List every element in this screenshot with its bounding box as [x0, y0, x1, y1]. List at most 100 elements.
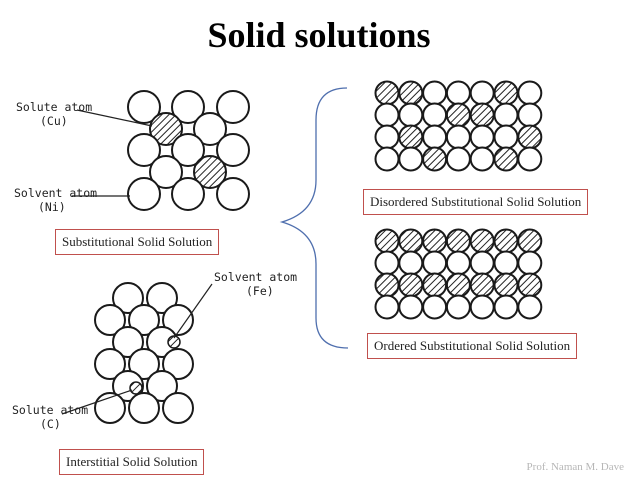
- solute-atom: [398, 228, 424, 254]
- solvent-atom: [422, 294, 448, 320]
- solute-c-annotation: Solute atom (C): [12, 403, 88, 431]
- solute-cu-line2: (Cu): [40, 114, 68, 128]
- solvent-atom: [193, 112, 227, 146]
- solute-atom: [445, 272, 471, 298]
- solvent-atom: [112, 282, 144, 314]
- solvent-atom: [162, 304, 194, 336]
- solute-atom: [374, 80, 400, 106]
- solvent-atom: [146, 370, 178, 402]
- solvent-atom: [493, 102, 519, 128]
- interstitial-lattice: [94, 282, 194, 424]
- solvent-atom: [149, 155, 183, 189]
- author-footer: Prof. Naman M. Dave: [526, 461, 624, 473]
- solvent-atom: [445, 250, 471, 276]
- solute-atom: [422, 228, 448, 254]
- solvent-atom: [422, 250, 448, 276]
- solvent-atom: [469, 294, 495, 320]
- leader-line: [61, 389, 133, 415]
- solvent-atom: [374, 250, 400, 276]
- solvent-atom: [374, 102, 400, 128]
- solute-atom: [517, 228, 543, 254]
- substitutional-label: Substitutional Solid Solution: [55, 229, 220, 255]
- solvent-ni-line1: Solvent atom: [14, 186, 98, 200]
- solute-atom: [493, 272, 519, 298]
- solvent-atom: [374, 146, 400, 172]
- interstitial-atom: [129, 381, 143, 395]
- solvent-fe-line2: (Fe): [246, 284, 274, 298]
- curly-brace: [279, 87, 349, 349]
- solvent-atom: [422, 124, 448, 150]
- solute-atom: [149, 112, 183, 146]
- solute-atom: [469, 272, 495, 298]
- solute-atom: [398, 272, 424, 298]
- interstitial-atom: [167, 335, 181, 349]
- solvent-atom: [216, 133, 250, 167]
- substitutional-lattice: [127, 90, 250, 211]
- leader-line: [173, 283, 213, 339]
- solvent-atom: [127, 90, 161, 124]
- solvent-ni-line2: (Ni): [38, 200, 66, 214]
- solvent-atom: [94, 348, 126, 380]
- solvent-atom: [445, 146, 471, 172]
- solvent-atom: [171, 133, 205, 167]
- solvent-atom: [128, 392, 160, 424]
- solute-atom: [422, 146, 448, 172]
- solvent-atom: [469, 80, 495, 106]
- solvent-atom: [517, 146, 543, 172]
- ordered-lattice: [374, 228, 543, 320]
- solvent-atom: [445, 294, 471, 320]
- solvent-atom: [445, 124, 471, 150]
- solvent-atom: [517, 294, 543, 320]
- solvent-atom: [517, 102, 543, 128]
- disordered-lattice: [374, 80, 543, 172]
- solvent-atom: [493, 294, 519, 320]
- solute-c-line1: Solute atom: [12, 403, 89, 417]
- solute-cu-annotation: Solute atom (Cu): [16, 100, 92, 128]
- solvent-atom: [128, 304, 160, 336]
- solute-atom: [374, 272, 400, 298]
- solvent-atom: [493, 250, 519, 276]
- solvent-atom: [216, 90, 250, 124]
- solvent-atom: [374, 294, 400, 320]
- solvent-atom: [127, 133, 161, 167]
- solute-atom: [422, 272, 448, 298]
- solvent-atom: [422, 102, 448, 128]
- solvent-ni-annotation: Solvent atom (Ni): [14, 186, 97, 214]
- solvent-atom: [493, 124, 519, 150]
- solvent-atom: [162, 392, 194, 424]
- solvent-atom: [128, 348, 160, 380]
- solvent-atom: [398, 294, 424, 320]
- solute-atom: [398, 124, 424, 150]
- slide-title: Solid solutions: [207, 15, 431, 55]
- solvent-atom: [398, 146, 424, 172]
- solvent-atom: [171, 90, 205, 124]
- disordered-label: Disordered Substitutional Solid Solution: [363, 189, 589, 215]
- solute-atom: [398, 80, 424, 106]
- solute-cu-line1: Solute atom: [16, 100, 93, 114]
- solute-atom: [445, 228, 471, 254]
- solute-atom: [374, 228, 400, 254]
- solvent-atom: [112, 326, 144, 358]
- solvent-atom: [445, 80, 471, 106]
- annotation-connectors: [61, 87, 349, 415]
- solvent-atom: [517, 80, 543, 106]
- ordered-label: Ordered Substitutional Solid Solution: [367, 333, 578, 359]
- solute-atom: [469, 102, 495, 128]
- leader-line: [76, 109, 153, 127]
- solvent-atom: [398, 102, 424, 128]
- solvent-atom: [146, 282, 178, 314]
- solvent-atom: [469, 250, 495, 276]
- solute-atom: [469, 228, 495, 254]
- solvent-atom: [127, 177, 161, 211]
- solute-atom: [193, 155, 227, 189]
- solute-atom: [517, 272, 543, 298]
- solvent-atom: [162, 348, 194, 380]
- solvent-atom: [94, 304, 126, 336]
- solvent-atom: [422, 80, 448, 106]
- solute-atom: [445, 102, 471, 128]
- solvent-fe-line1: Solvent atom: [214, 270, 298, 284]
- solute-atom: [517, 124, 543, 150]
- solute-atom: [493, 80, 519, 106]
- solvent-atom: [171, 177, 205, 211]
